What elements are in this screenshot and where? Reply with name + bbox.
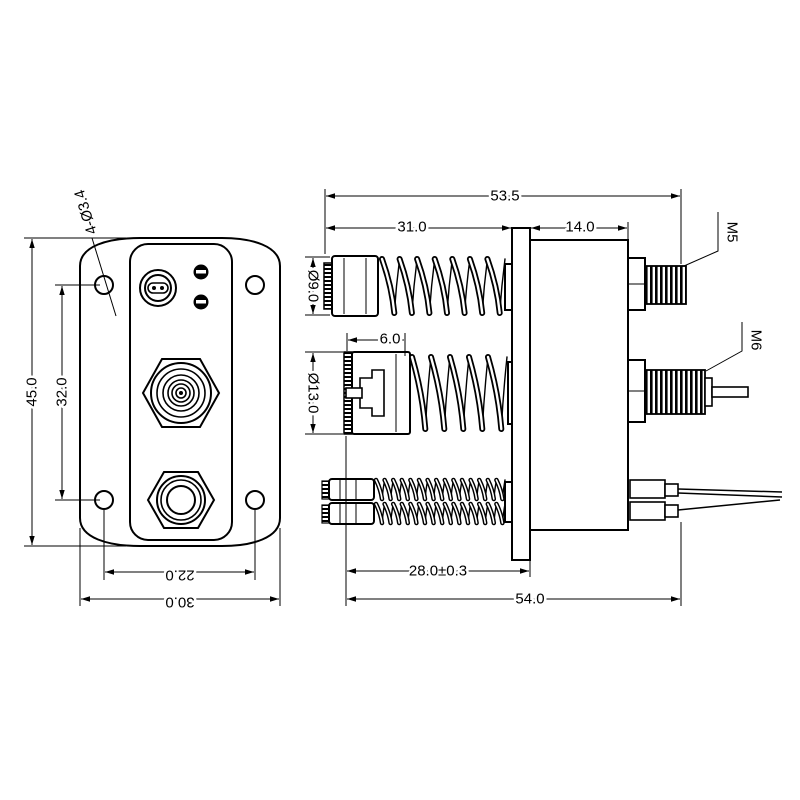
signal-contact-face (139, 269, 177, 307)
dimension-dia-13: Ø13.0 (302, 351, 343, 435)
secondary-power-contact-face (146, 471, 216, 529)
mounting-flange (511, 227, 531, 561)
signal-spring-back (393, 258, 506, 314)
hole-pitch-horizontal-label: 22.0 (165, 567, 194, 584)
width-overall-label: 30.0 (165, 594, 194, 611)
dimension-53-5: 53.5 (324, 185, 682, 264)
signal-pin-knurl (323, 262, 333, 310)
pin-diameter-large-label: Ø13.0 (305, 373, 322, 414)
main-contact-ring (156, 368, 206, 418)
secondary-contact-ring (156, 475, 206, 525)
pin-diameter-small-label: Ø9.0 (305, 270, 322, 303)
signal-spring-front (380, 257, 501, 315)
aux-pin-housing-lower (328, 502, 375, 525)
main-contact-ring (162, 374, 200, 412)
aux-contact-lower-slot (196, 300, 206, 304)
wire-terminal-block (629, 501, 666, 521)
pin-offset-label: 6.0 (380, 331, 401, 348)
aux-pin-housing-upper (328, 478, 375, 501)
main-contact-ring (171, 383, 191, 403)
signal-contact-inner-ring (144, 274, 172, 302)
main-pin-collar (507, 361, 513, 425)
main-pin-tip (345, 387, 363, 399)
connector-body (529, 239, 629, 531)
dimension-32: 32.0 (51, 284, 100, 501)
lead-wire (677, 499, 781, 511)
signal-contact-outer-ring (139, 269, 177, 307)
main-contact-ring (175, 387, 187, 399)
main-pin-assembly (343, 351, 513, 435)
m5-leader (683, 212, 719, 267)
m6-thread (644, 369, 706, 415)
hole-callout-leader (91, 237, 117, 317)
aux-pin-collar (504, 481, 513, 523)
thread-top-label: M5 (724, 222, 741, 243)
dimension-30: 30.0 (79, 528, 281, 613)
m5-thread (644, 265, 687, 305)
signal-pin-dot (160, 286, 164, 290)
dimension-54: 54.0 (347, 522, 682, 610)
wire-crimp (664, 504, 679, 518)
dimension-6: 6.0 (346, 328, 406, 356)
rear-wire-terminals (629, 479, 783, 521)
signal-pin-assembly (323, 255, 513, 317)
height-overall-label: 45.0 (24, 377, 41, 406)
hole-pitch-vertical-label: 32.0 (54, 377, 71, 406)
mounting-hole-top-right (245, 275, 265, 295)
m6-pin (711, 386, 749, 398)
signal-pin-collar (504, 263, 513, 311)
lead-wire (677, 488, 783, 493)
m6-collar (704, 377, 713, 407)
signal-pin-housing (331, 255, 379, 317)
aux-contact-pair (193, 264, 209, 310)
main-contact-hex-nut (141, 358, 221, 428)
main-power-contact-face (141, 358, 221, 428)
aux-spring-upper-back (381, 479, 506, 500)
aux-pin-knurl-lower (321, 504, 330, 524)
aux-spring-lower (375, 503, 504, 524)
mounting-hole-bottom-right (245, 490, 265, 510)
rear-terminal-m5 (627, 257, 687, 311)
main-contact-center (179, 391, 183, 395)
dimension-31: 31.0 (326, 216, 511, 238)
length-overall-label: 53.5 (490, 188, 519, 205)
aux-pin-assembly (321, 477, 513, 526)
body-length-label: 14.0 (565, 219, 594, 236)
side-view: 53.5 31.0 14.0 Ø9.0 6.0 Ø13.0 (302, 185, 783, 610)
wire-crimp (664, 483, 679, 497)
main-contact-ring (167, 379, 195, 407)
mounting-plate-outline (79, 237, 281, 547)
signal-contact-slot (147, 282, 169, 294)
aux-pin-knurl-upper (321, 480, 330, 500)
secondary-contact-ring (166, 485, 196, 515)
aux-spring-upper (375, 479, 504, 500)
dimension-14: 14.0 (531, 216, 629, 257)
aux-contact-upper-slot (196, 270, 206, 274)
main-pin-inner-profile (359, 369, 385, 417)
main-spring-back (424, 356, 508, 430)
signal-pin-dot (152, 286, 156, 290)
main-contact-ring (150, 362, 212, 424)
main-spring-front (410, 355, 503, 431)
secondary-contact-hex-nut (146, 471, 216, 529)
thread-callout-m5: M5 (683, 212, 743, 267)
front-view: 45.0 32.0 22.0 30.0 4-Ø3.4 (21, 185, 281, 613)
dimension-22: 22.0 (103, 510, 256, 586)
dimension-dia-9: Ø9.0 (302, 256, 330, 316)
front-length-label: 31.0 (397, 219, 426, 236)
aux-spring-lower-back (381, 503, 506, 524)
m6-leader (705, 322, 743, 372)
insert-panel (129, 243, 233, 541)
wire-terminal-block (629, 479, 666, 499)
secondary-contact-ring (160, 479, 202, 521)
dimension-28: 28.0±0.3 (345, 436, 531, 606)
lead-wire (677, 492, 783, 498)
total-length-label: 54.0 (515, 591, 544, 608)
thread-callout-m6: M6 (705, 322, 767, 372)
dimension-45: 45.0 (21, 237, 126, 547)
flange-to-tip-label: 28.0±0.3 (409, 563, 467, 580)
rear-terminal-m6 (627, 359, 749, 423)
thread-middle-label: M6 (748, 330, 765, 351)
